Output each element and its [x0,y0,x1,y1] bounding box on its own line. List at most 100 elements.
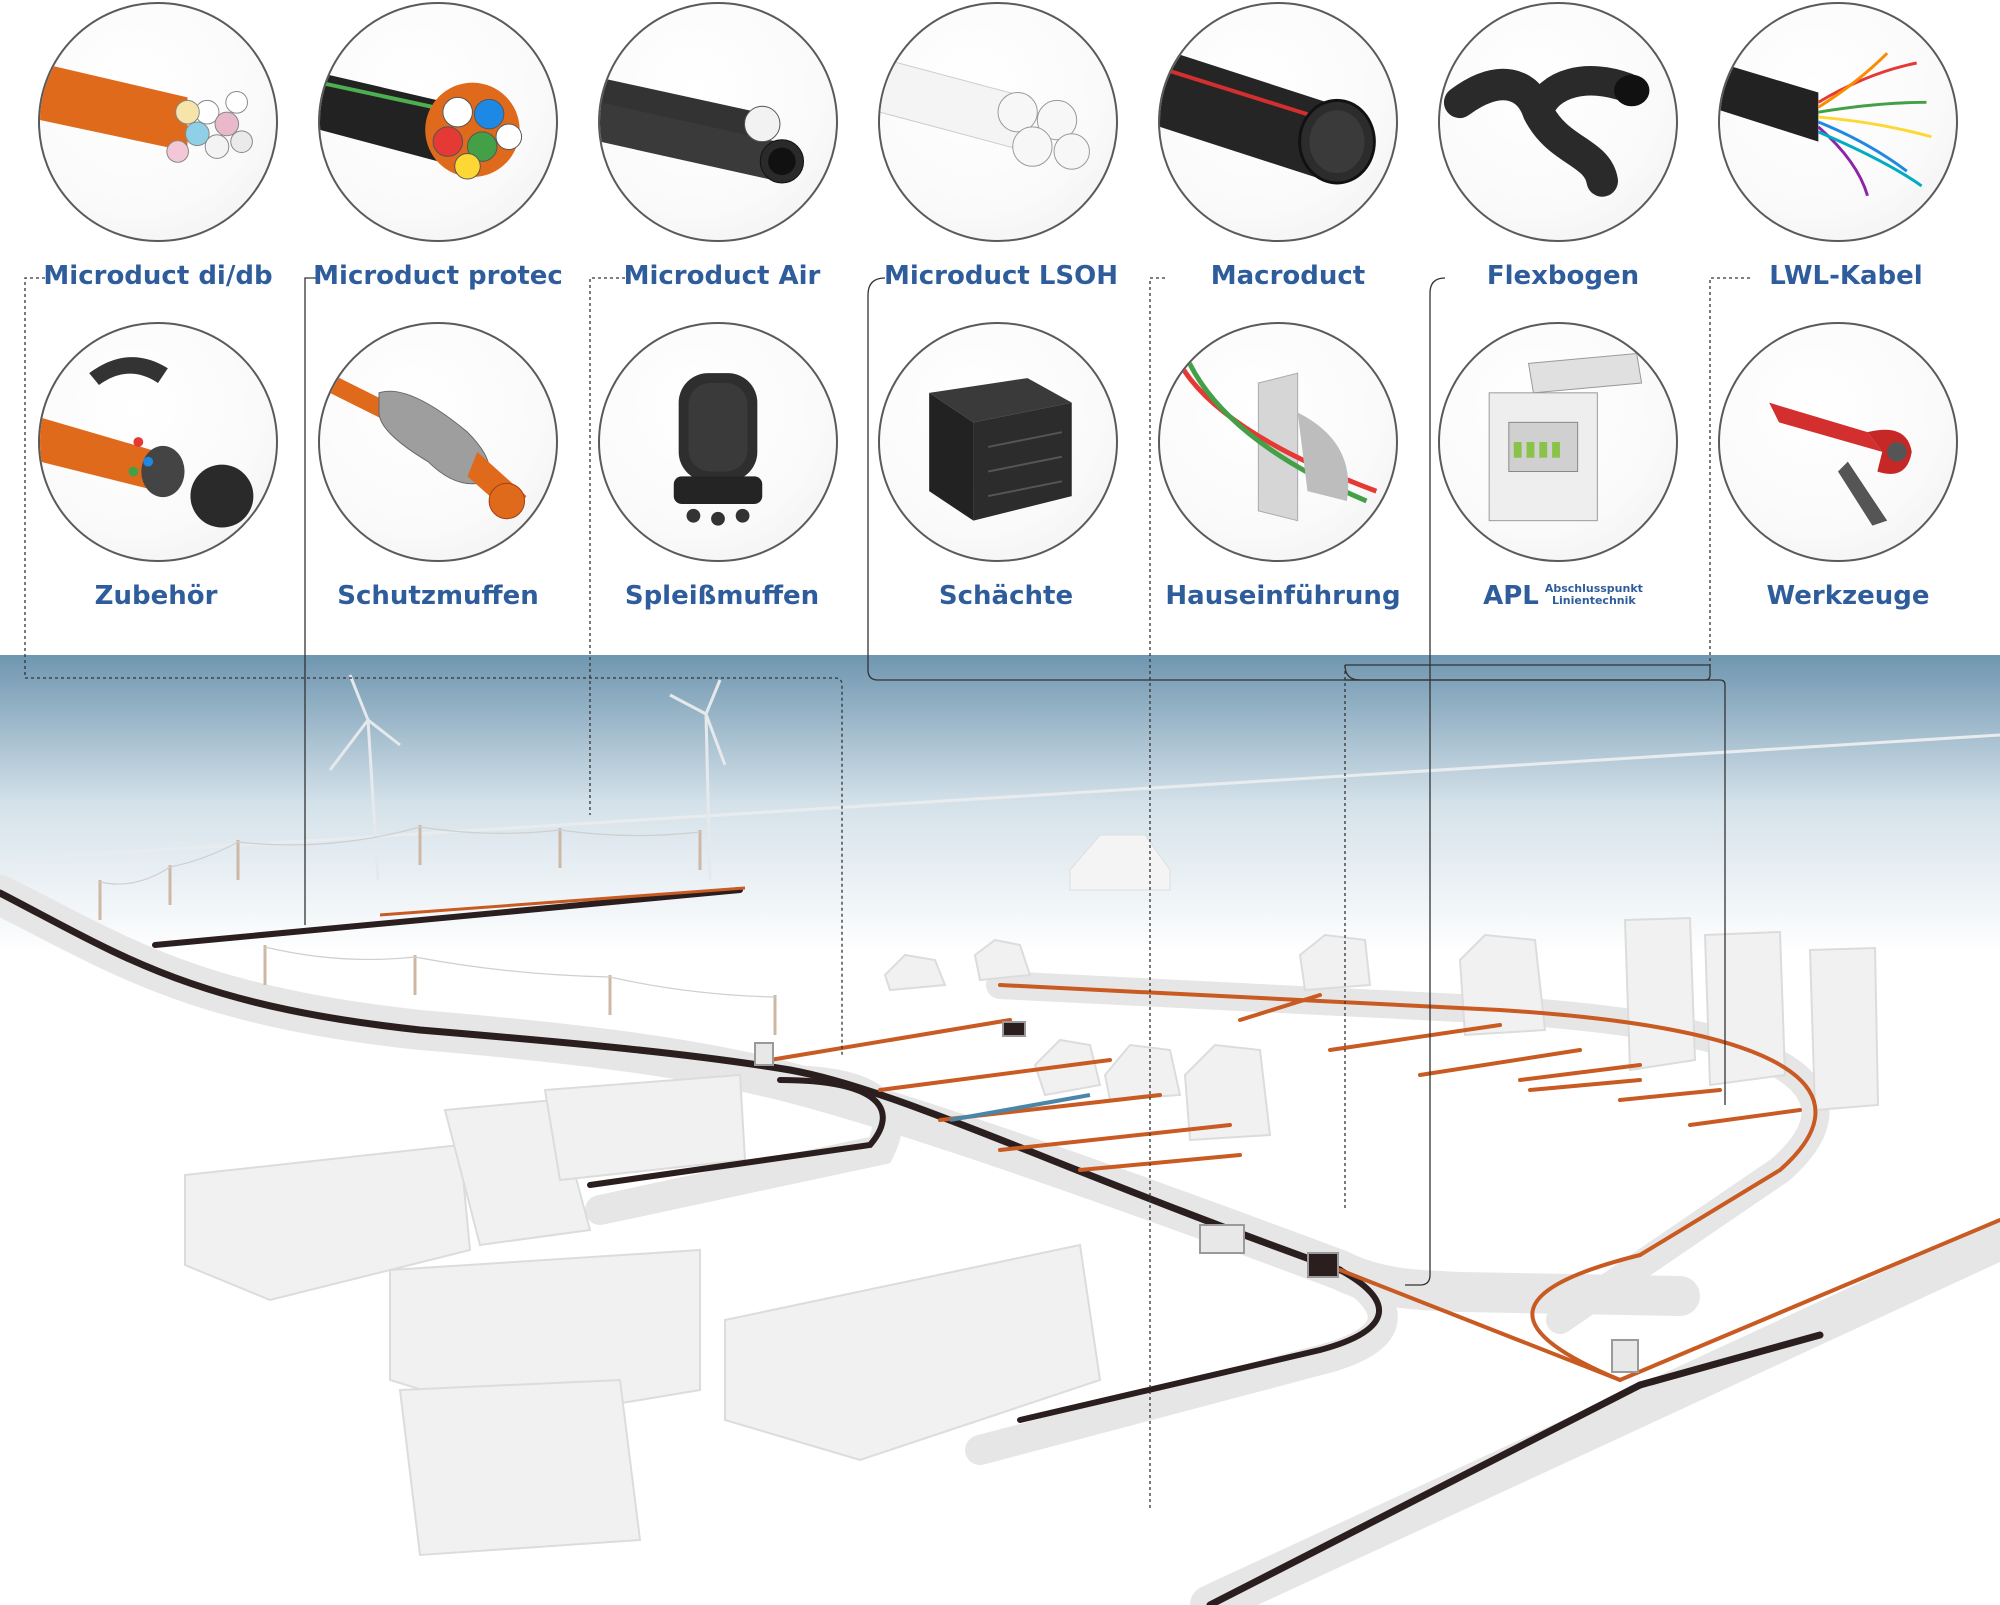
connector-line [589,277,625,815]
wind-turbine [328,674,401,881]
label-werkzeuge[interactable]: Werkzeuge [1698,581,1998,611]
connector-line [1709,277,1750,665]
label-text: Schächte [938,581,1074,611]
product-circle-hauseinfuehrung[interactable] [1158,322,1398,562]
termination-box-icon [1488,352,1643,522]
apl-subtitle-line: Linientechnik [1552,594,1636,607]
farmhouse [1069,834,1171,891]
south-road [1190,1220,2000,1605]
label-microduct-protec[interactable]: Microduct protec [288,261,588,291]
product-circle-macroduct[interactable] [1158,2,1398,242]
branch-cable [152,887,743,948]
label-lwl-kabel[interactable]: LWL-Kabel [1696,261,1996,291]
street-cabinet [754,1042,774,1066]
connector-lines-solid [304,277,1726,1286]
label-hauseinfuehrung[interactable]: Hauseinführung [1133,581,1433,611]
house-connection [1528,1078,1642,1092]
label-microduct-didb[interactable]: Microduct di/db [8,261,308,291]
cutting-tool-icon [1769,402,1912,526]
power-line [98,825,777,1035]
house-connection [878,1058,1112,1092]
horizon-line [0,733,2000,862]
label-zubehoer[interactable]: Zubehör [6,581,306,611]
house-connection [1328,1023,1502,1052]
label-text: Spleißmuffen [624,581,820,611]
label-schaechte[interactable]: Schächte [856,581,1156,611]
sky-band [0,655,2000,955]
label-text: Zubehör [94,581,218,611]
backbone-cable [0,889,1344,1274]
connector-line [1345,679,1726,1105]
orange-duct-field [379,886,746,917]
apartment-tower [1623,916,1697,1072]
house-connection [1618,1088,1722,1102]
microduct-route [768,1018,1012,1062]
product-circle-microduct-didb[interactable] [38,2,278,242]
label-microduct-lsoh[interactable]: Microduct LSOH [851,261,1151,291]
label-text: Werkzeuge [1766,581,1930,611]
house-connection [998,1123,1232,1152]
office-block [398,1378,642,1557]
product-circle-microduct-air[interactable] [598,2,838,242]
product-circle-microduct-protec[interactable] [318,2,558,242]
microduct-bundle-icon [40,63,253,163]
label-macroduct[interactable]: Macroduct [1138,261,1438,291]
apartment-tower [1808,946,1880,1112]
buildings [184,916,1880,1557]
product-circle-flexbogen[interactable] [1438,2,1678,242]
blue-duct [949,1093,1091,1122]
macroduct-pipe-icon [1160,48,1376,185]
label-microduct-air[interactable]: Microduct Air [572,261,872,291]
flexible-bend-icon [1443,66,1650,197]
house [883,953,947,992]
street-cabinet [1199,1224,1245,1254]
branch-cable [1017,1267,1382,1423]
house [1103,1043,1182,1102]
house-entry-icon [1177,362,1378,522]
microduct-route [998,983,1818,1257]
street-cabinets [754,1021,1639,1373]
product-circle-werkzeuge[interactable] [1718,322,1958,562]
house-connection [1688,1108,1802,1127]
house-connection [1238,993,1322,1022]
label-text: Schutzmuffen [337,581,539,611]
product-circle-microduct-lsoh[interactable] [878,2,1118,242]
connector-line [1149,277,1165,1510]
product-circle-spleissmuffen[interactable] [598,322,838,562]
label-text: LWL-Kabel [1769,261,1923,291]
product-circle-schutzmuffen[interactable] [318,322,558,562]
product-circle-apl[interactable] [1438,322,1678,562]
product-circle-lwl-kabel[interactable] [1718,2,1958,242]
branch-cable [587,1077,886,1188]
microduct-route [1530,1253,1642,1382]
label-text: Macroduct [1210,261,1366,291]
connector-line [1405,277,1446,1286]
label-text: Microduct LSOH [883,261,1119,291]
product-circle-zubehoer[interactable] [38,322,278,562]
wind-turbine [669,679,727,881]
label-text: Hauseinführung [1165,581,1401,611]
label-spleissmuffen[interactable]: Spleißmuffen [572,581,872,611]
power-line-wires [99,826,776,998]
house-connection [1418,1048,1582,1077]
protection-sleeve-icon [329,373,527,520]
connector-line [24,277,843,1055]
connector-lines-dotted [24,277,1750,1510]
manhole-chamber-icon [929,378,1072,521]
label-text: APL [1483,581,1539,611]
air-microduct-icon [600,77,805,184]
label-text: Flexbogen [1486,261,1640,291]
lsoh-microduct-icon [880,57,1090,170]
warehouse [724,1243,1102,1462]
label-flexbogen[interactable]: Flexbogen [1413,261,1713,291]
product-circle-schaechte[interactable] [878,322,1118,562]
connector-line [304,277,320,925]
backbone-cable [0,887,1824,1605]
label-text: Microduct di/db [43,261,273,291]
label-schutzmuffen[interactable]: Schutzmuffen [288,581,588,611]
microduct-network [768,983,2000,1383]
